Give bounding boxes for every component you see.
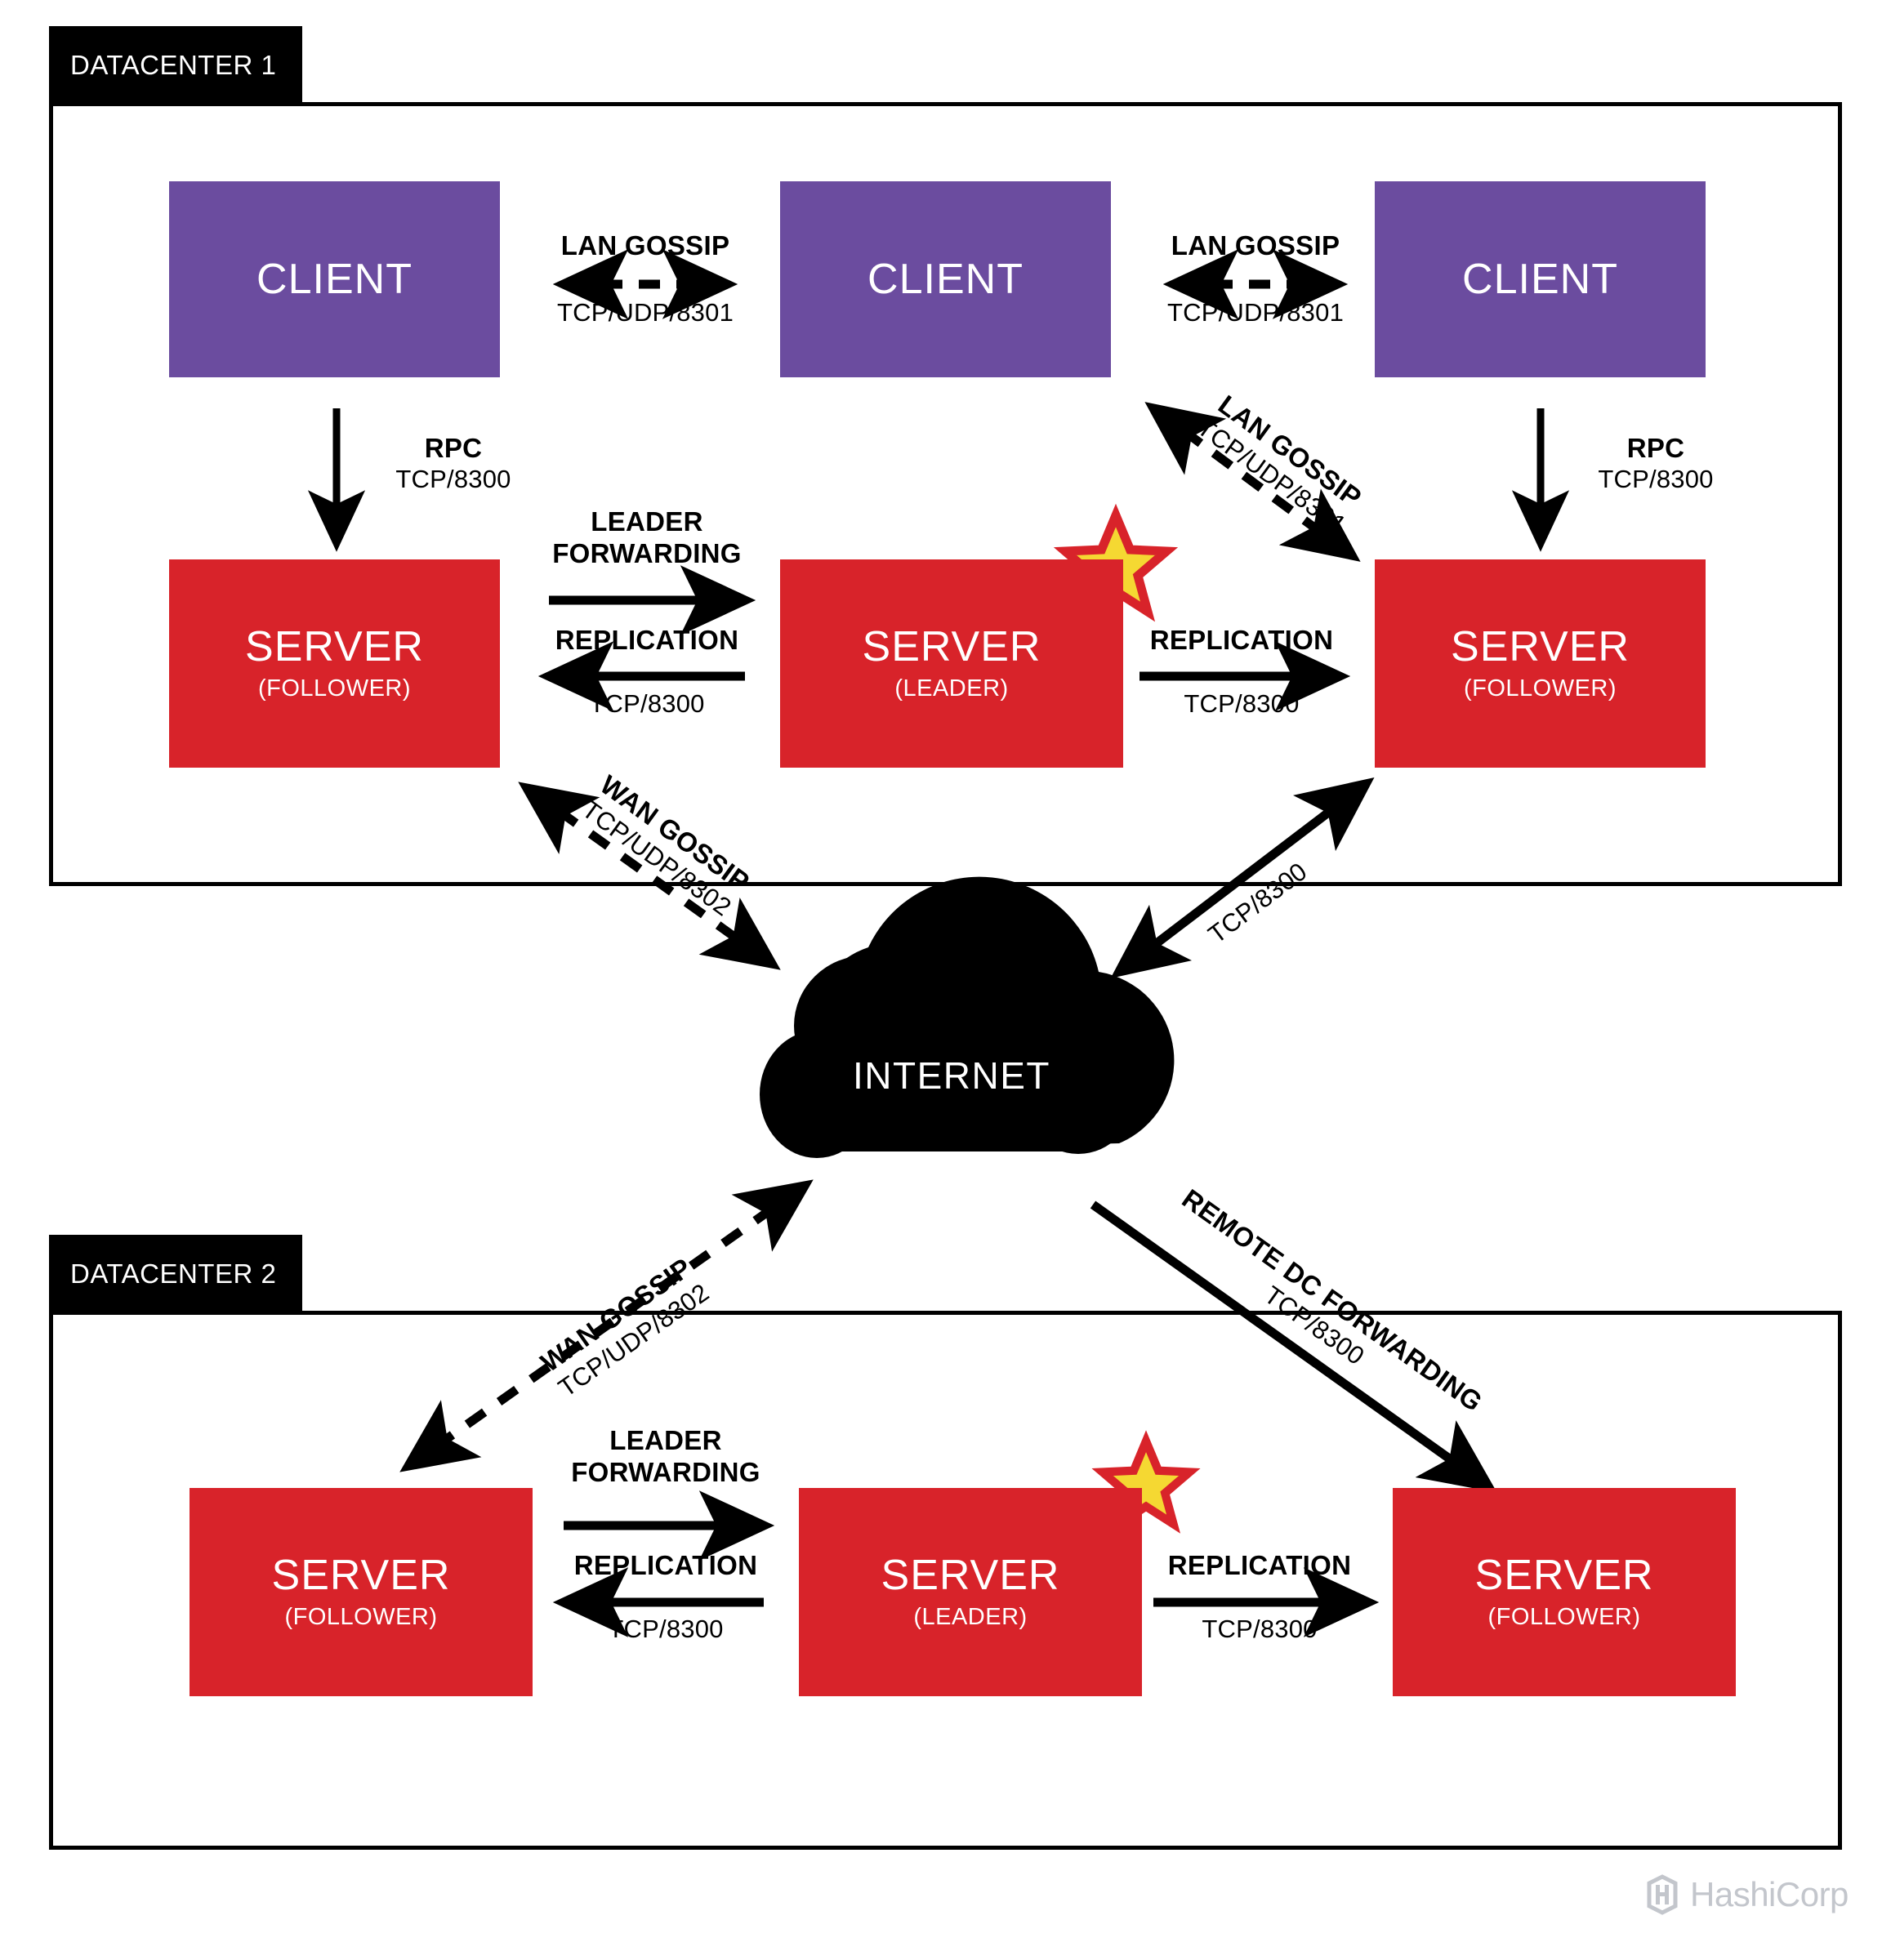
dc2-server-2-role: (LEADER) — [913, 1604, 1028, 1631]
internet-label-text: INTERNET — [853, 1054, 1050, 1097]
arrow-remote-dc-forwarding — [1090, 1200, 1497, 1493]
dc2-server-leader[interactable]: SERVER (LEADER) — [799, 1488, 1142, 1696]
label-replication-left-dc1-text: REPLICATION — [555, 625, 739, 655]
label-lan-gossip-1: LAN GOSSIP TCP/UDP/8301 — [523, 230, 768, 328]
label-rpc-right: RPC TCP/8300 — [1562, 433, 1750, 495]
hashicorp-mark-icon — [1647, 1874, 1678, 1915]
label-lan-gossip-1-text: LAN GOSSIP — [560, 230, 730, 261]
dc2-server-2-title: SERVER — [881, 1551, 1060, 1599]
datacenter-2-frame — [49, 1311, 1842, 1850]
dc1-server-1-role: (FOLLOWER) — [257, 675, 412, 702]
datacenter-1-frame — [49, 102, 1842, 886]
label-replication-left-dc1: REPLICATION TCP/8300 — [508, 625, 786, 719]
dc1-server-follower-1[interactable]: SERVER (FOLLOWER) — [169, 559, 500, 768]
dc2-server-1-title: SERVER — [271, 1551, 451, 1599]
label-replication-right-dc2-text: REPLICATION — [1167, 1550, 1352, 1580]
label-replication-right-dc2: REPLICATION TCP/8300 — [1129, 1550, 1390, 1645]
dc1-client-1[interactable]: CLIENT — [169, 181, 500, 377]
dc1-server-3-title: SERVER — [1451, 622, 1630, 670]
label-rpc-right-port: TCP/8300 — [1598, 464, 1714, 493]
dc2-server-1-role: (FOLLOWER) — [284, 1604, 438, 1631]
label-leader-forwarding-dc2-text: LEADER FORWARDING — [571, 1425, 760, 1487]
datacenter-1-tab: DATACENTER 1 — [49, 26, 302, 104]
dc1-client-2-title: CLIENT — [867, 255, 1024, 303]
label-leader-forwarding-dc2: LEADER FORWARDING — [527, 1425, 805, 1489]
label-replication-left-dc2-text: REPLICATION — [573, 1550, 758, 1580]
dc1-server-2-role: (LEADER) — [894, 675, 1009, 702]
dc1-server-follower-2[interactable]: SERVER (FOLLOWER) — [1375, 559, 1706, 768]
label-rpc-left: RPC TCP/8300 — [359, 433, 547, 495]
dc2-server-3-title: SERVER — [1474, 1551, 1654, 1599]
label-replication-right-dc1: REPLICATION TCP/8300 — [1111, 625, 1372, 719]
arrow-wan-gossip-dc1 — [518, 782, 781, 970]
dc2-server-follower-2[interactable]: SERVER (FOLLOWER) — [1393, 1488, 1736, 1696]
hashicorp-logo: HashiCorp — [1644, 1874, 1849, 1915]
label-rpc-left-port: TCP/8300 — [395, 464, 511, 493]
dc1-client-2[interactable]: CLIENT — [780, 181, 1111, 377]
arrow-lan-gossip-diagonal — [1144, 402, 1361, 562]
dc1-server-3-role: (FOLLOWER) — [1463, 675, 1617, 702]
internet-label: INTERNET — [850, 1054, 1054, 1098]
label-rpc-left-text: RPC — [424, 433, 483, 463]
label-replication-right-dc2-port: TCP/8300 — [1202, 1614, 1318, 1643]
label-replication-right-dc1-port: TCP/8300 — [1184, 688, 1300, 718]
dc1-server-2-title: SERVER — [862, 622, 1041, 670]
label-replication-left-dc1-port: TCP/8300 — [589, 688, 705, 718]
dc1-client-1-title: CLIENT — [256, 255, 413, 303]
label-lan-gossip-2: LAN GOSSIP TCP/UDP/8301 — [1133, 230, 1378, 328]
hashicorp-wordmark: HashiCorp — [1690, 1875, 1849, 1913]
internet-cloud-icon — [760, 876, 1175, 1158]
label-lan-gossip-1-port: TCP/UDP/8301 — [556, 297, 734, 327]
dc1-client-3[interactable]: CLIENT — [1375, 181, 1706, 377]
dc1-server-leader[interactable]: SERVER (LEADER) — [780, 559, 1123, 768]
label-lan-gossip-2-port: TCP/UDP/8301 — [1166, 297, 1345, 327]
datacenter-2-tab: DATACENTER 2 — [49, 1235, 302, 1312]
dc1-client-3-title: CLIENT — [1462, 255, 1618, 303]
arrow-dc1-internet — [1110, 777, 1375, 978]
dc2-server-follower-1[interactable]: SERVER (FOLLOWER) — [190, 1488, 533, 1696]
label-replication-left-dc2: REPLICATION TCP/8300 — [527, 1550, 805, 1645]
label-replication-left-dc2-port: TCP/8300 — [608, 1614, 724, 1643]
label-leader-forwarding-dc1: LEADER FORWARDING — [508, 506, 786, 570]
dc2-server-3-role: (FOLLOWER) — [1487, 1604, 1641, 1631]
label-rpc-right-text: RPC — [1626, 433, 1685, 463]
dc1-server-1-title: SERVER — [245, 622, 424, 670]
label-lan-gossip-2-text: LAN GOSSIP — [1171, 230, 1340, 261]
datacenter-1-label: DATACENTER 1 — [70, 49, 277, 80]
label-leader-forwarding-dc1-text: LEADER FORWARDING — [552, 506, 742, 568]
arrow-wan-gossip-dc2 — [399, 1179, 814, 1472]
label-replication-right-dc1-text: REPLICATION — [1149, 625, 1334, 655]
leader-star-icon-dc2 — [1091, 1430, 1201, 1534]
datacenter-2-label: DATACENTER 2 — [70, 1258, 277, 1289]
